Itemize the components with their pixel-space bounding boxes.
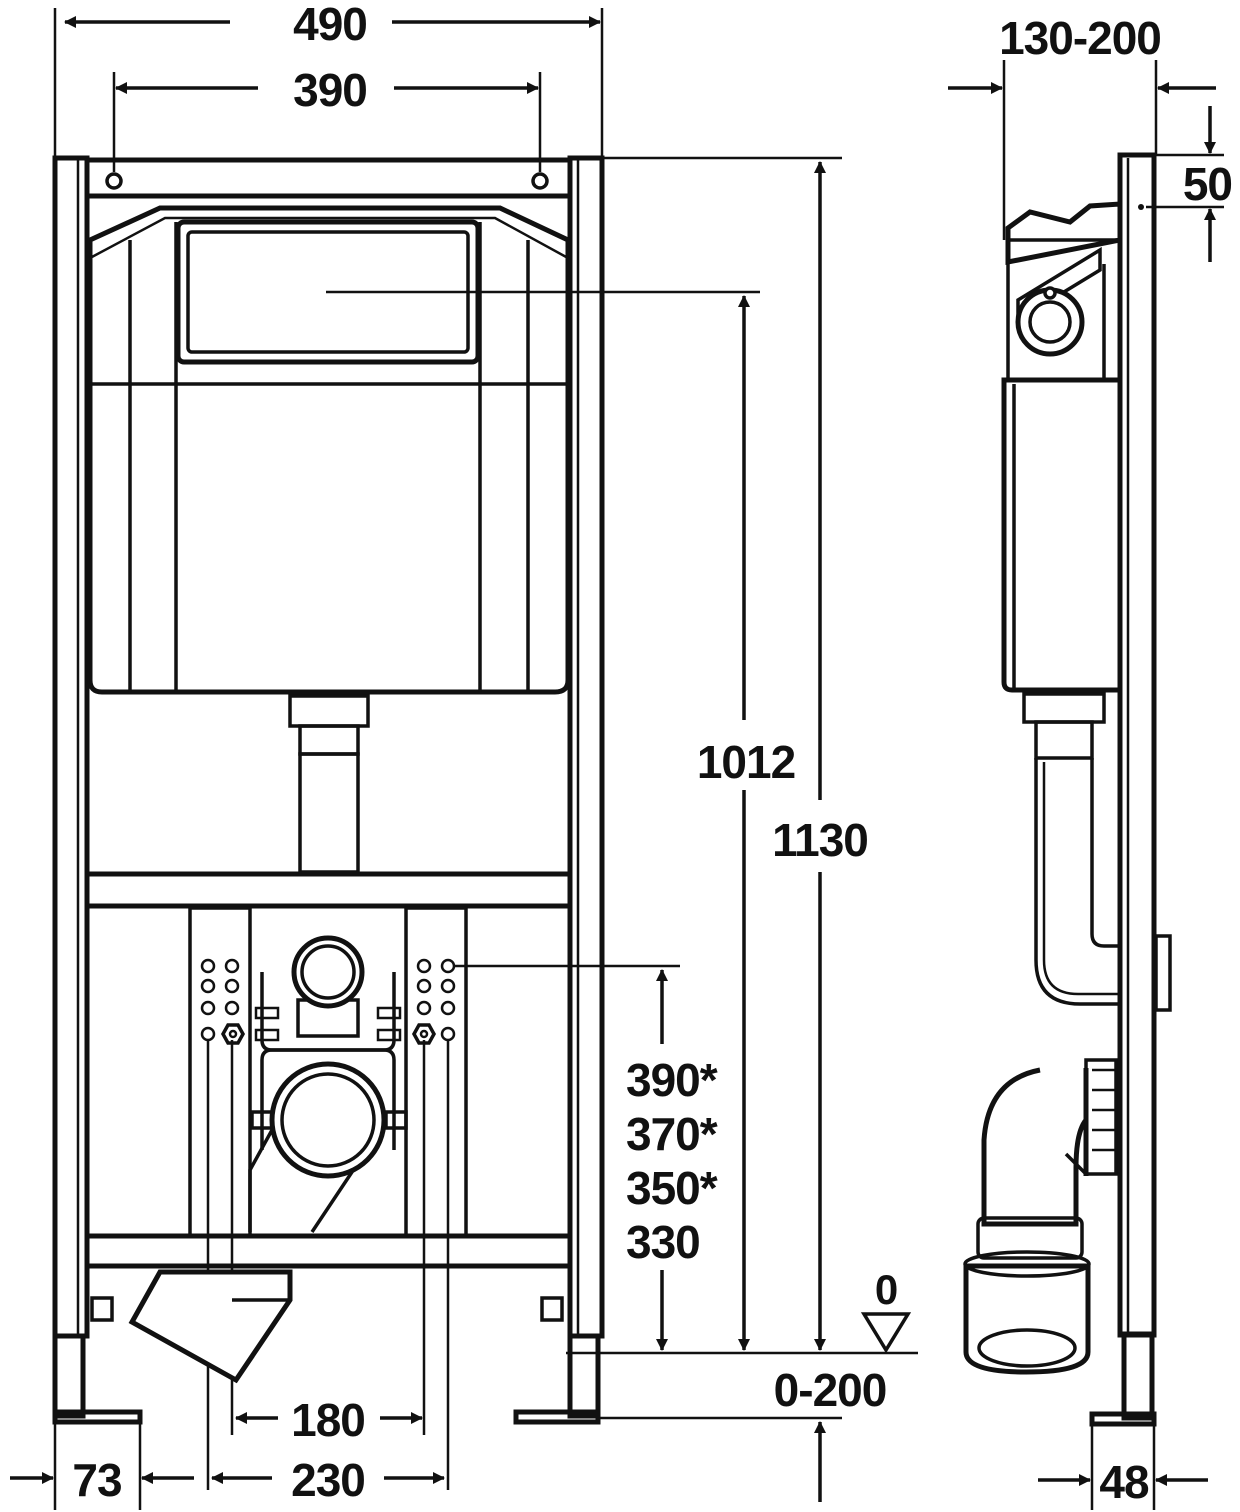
left-foot-post <box>52 1333 86 1419</box>
dim-frame-height: 1130 <box>772 814 868 866</box>
flush-pipe <box>298 752 360 874</box>
floor-level-symbol <box>860 1312 912 1354</box>
left-mounting-plate <box>188 906 252 1238</box>
side-dimensions: 130-200 50 48 <box>948 12 1233 1510</box>
mount-hole-right <box>531 172 549 190</box>
water-inlet <box>291 935 365 1009</box>
front-dimensions: 490 390 1012 1130 390* 370* 350* 330 0 0… <box>10 0 918 1510</box>
side-foot-plate <box>1089 1411 1157 1427</box>
dim-bolt-height-2: 370* <box>626 1108 718 1160</box>
left-upright <box>52 155 90 1339</box>
right-bolt-holes <box>411 958 456 1045</box>
left-foot-plate <box>52 1409 143 1425</box>
right-foot-plate <box>513 1409 601 1425</box>
top-rail <box>84 157 573 199</box>
flush-pipe-coupling <box>288 694 370 728</box>
dim-bolt-height-4: 330 <box>626 1216 700 1268</box>
cistern-body <box>87 205 571 695</box>
middle-cross-rail <box>84 871 573 909</box>
bottom-rail <box>84 1233 573 1269</box>
dim-overall-width: 490 <box>293 0 367 50</box>
dim-frame-depth: 48 <box>1099 1456 1149 1508</box>
floor-level-label: 0 <box>875 1266 897 1313</box>
mount-hole-left <box>105 172 123 190</box>
dim-depth-range: 130-200 <box>999 12 1161 64</box>
drain-outlet <box>269 1061 387 1179</box>
drain-elbow <box>128 1269 293 1384</box>
dim-bolt-height-3: 350* <box>626 1162 718 1214</box>
dim-foot-width: 73 <box>72 1454 121 1506</box>
right-mounting-plate <box>404 906 468 1238</box>
side-frame-profile <box>1117 152 1157 1338</box>
side-drain-socket <box>963 1263 1091 1375</box>
dim-foot-adjust: 0-200 <box>774 1364 887 1416</box>
right-foot-post <box>567 1333 601 1419</box>
dim-anchor-spacing-outer: 230 <box>291 1454 365 1506</box>
front-view <box>52 155 760 1490</box>
dim-bolt-height-1: 390* <box>626 1054 718 1106</box>
side-flush-pipe <box>1034 758 1120 1006</box>
dim-anchor-spacing-inner: 180 <box>291 1394 365 1446</box>
side-cistern <box>1001 377 1123 693</box>
dim-flush-plate-height: 1012 <box>697 736 795 788</box>
left-bolt-holes <box>200 958 246 1045</box>
side-drain-elbow <box>981 1067 1089 1227</box>
right-upright <box>567 155 605 1339</box>
side-view <box>963 152 1172 1427</box>
dim-mount-hole-spacing: 390 <box>293 64 367 116</box>
dim-top-offset: 50 <box>1183 158 1232 210</box>
side-top-bracket <box>1005 201 1123 266</box>
